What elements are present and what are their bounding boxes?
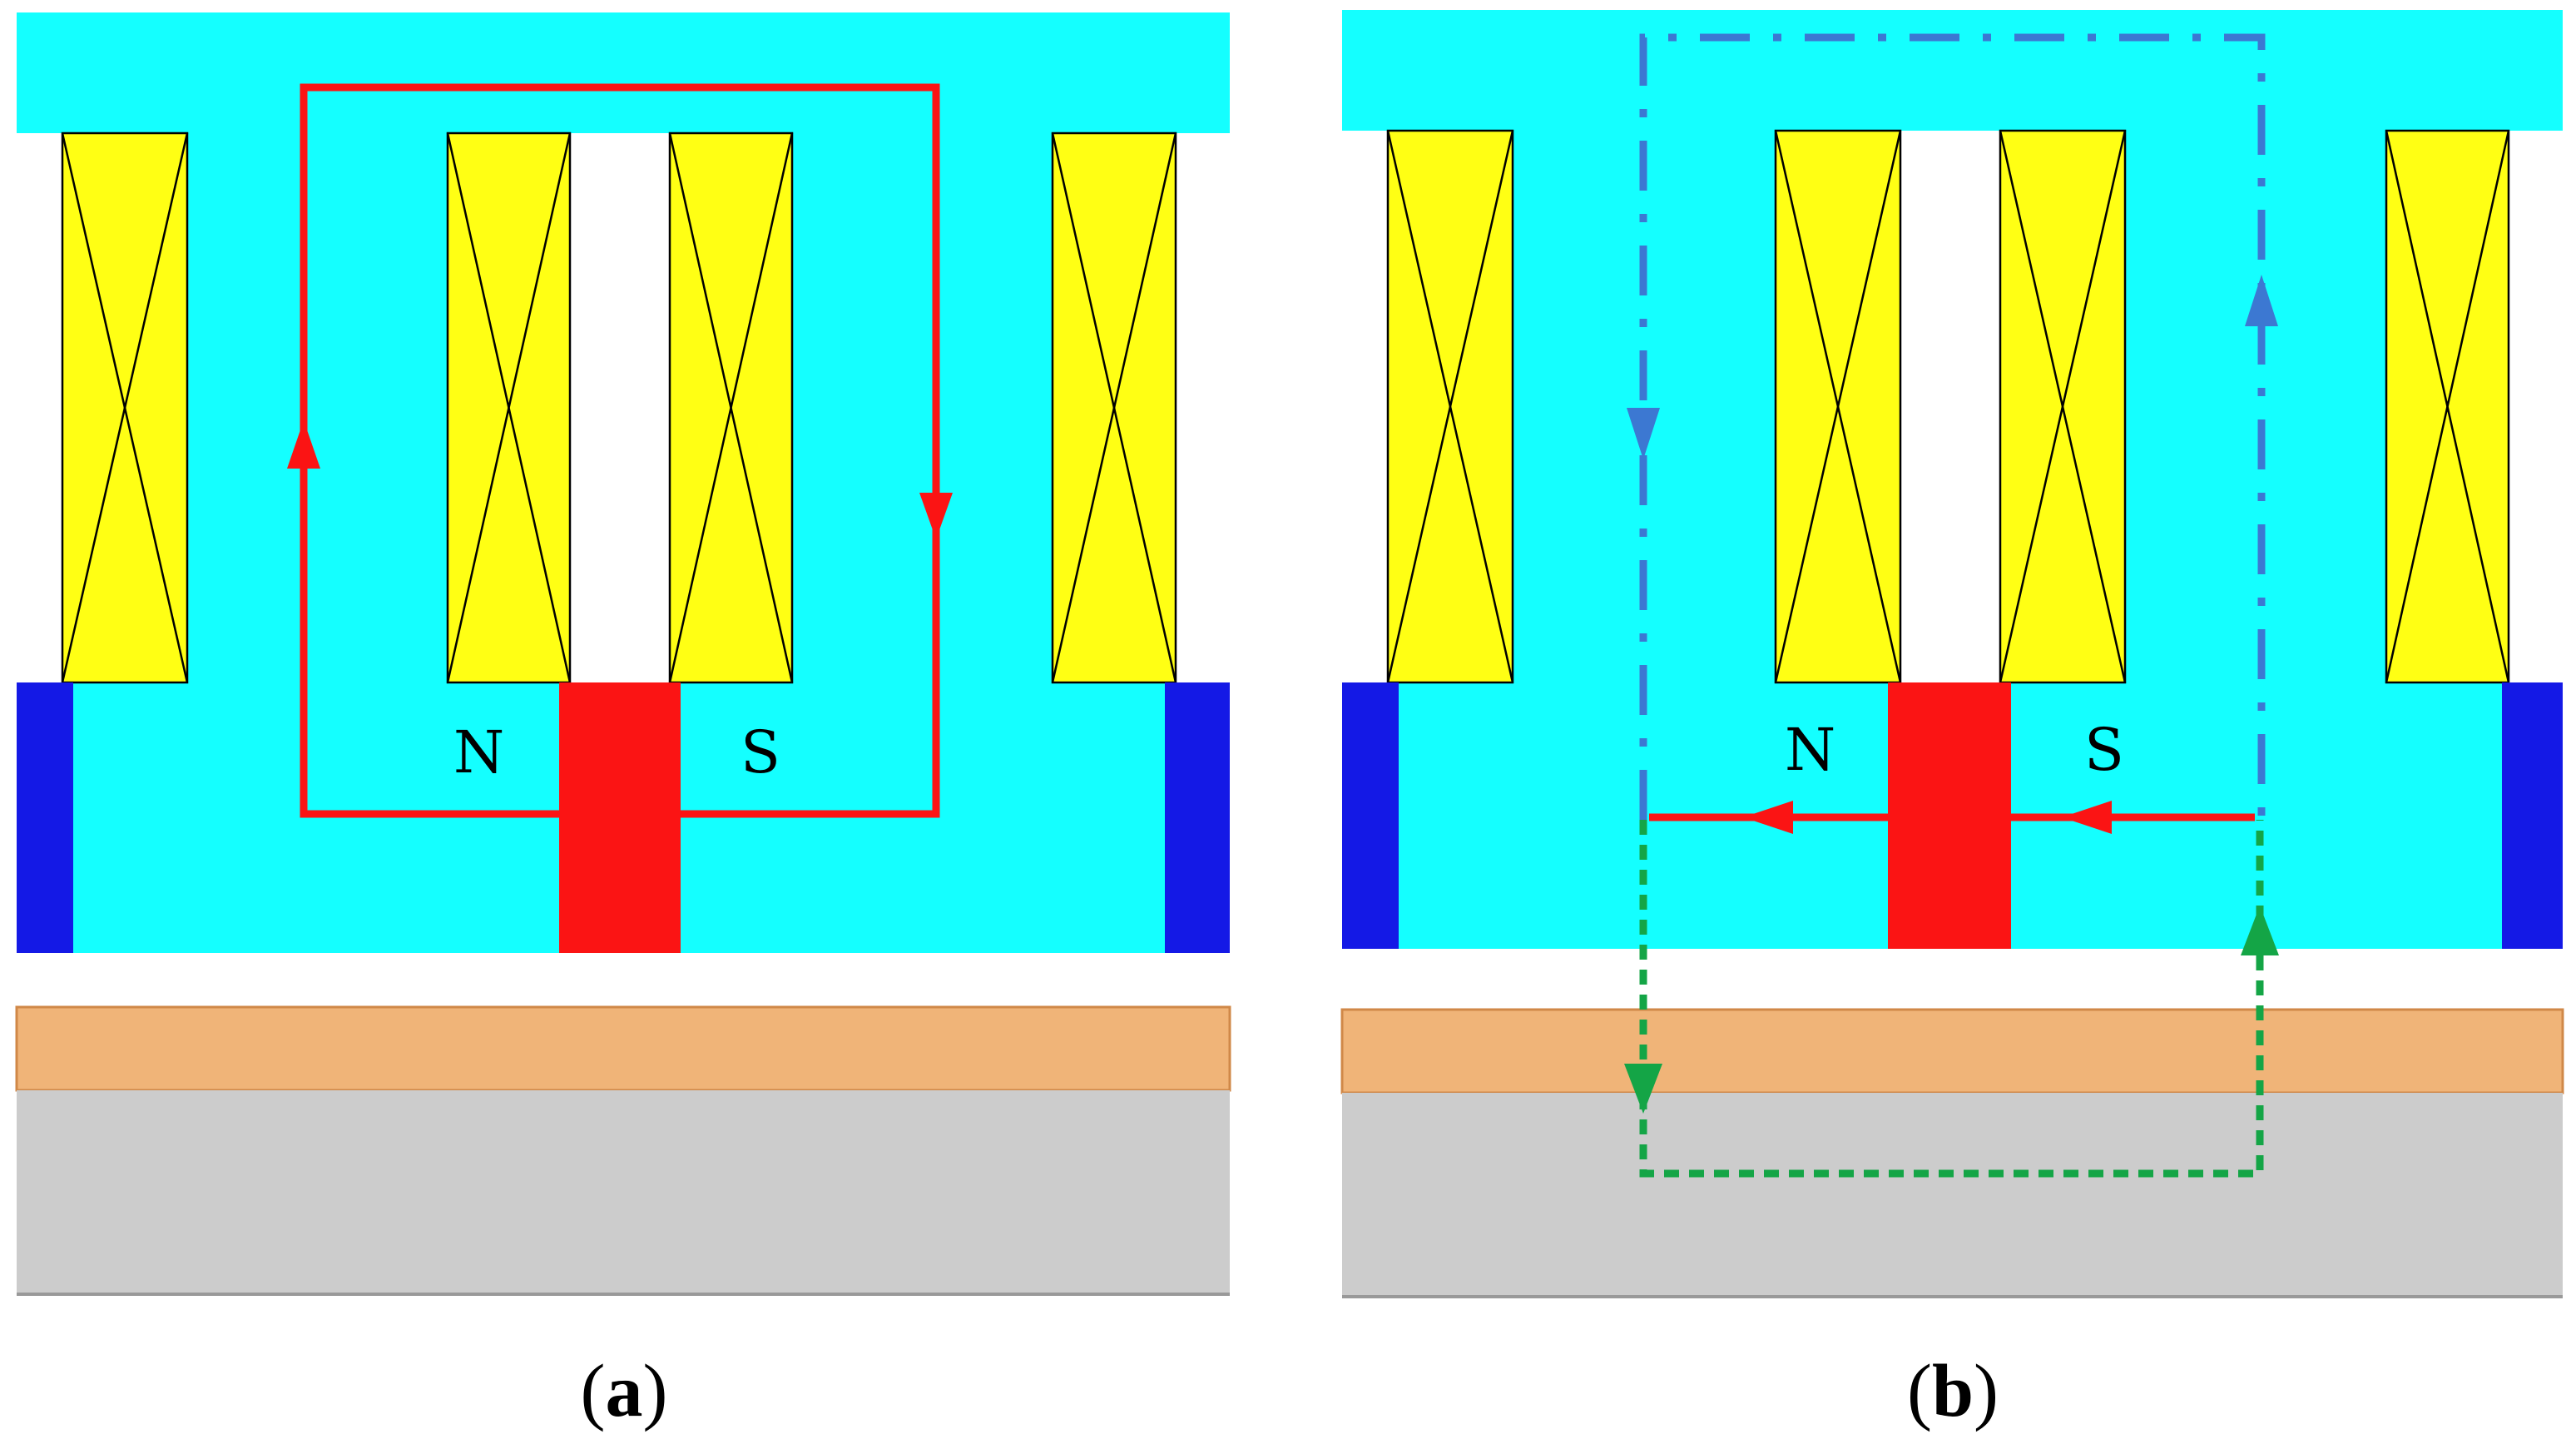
panel-b-upper-flux-loop (1627, 33, 2278, 820)
panel-b-lower-flux-loop (1624, 820, 2279, 1178)
panel-a-caption-open: ( (580, 1350, 606, 1432)
panel-b-right-slot-gap (2509, 131, 2563, 682)
panel-a-north-label: N (453, 718, 504, 787)
panel-a-right-end-block (1165, 682, 1230, 953)
panel-b-coil-2 (1774, 129, 1902, 684)
panel-a-flux-arrow-up (287, 420, 320, 469)
panel-b-coil-4 (2385, 129, 2510, 684)
panel-a-center-slot (570, 133, 670, 682)
panel-b: N S (1340, 10, 2564, 1298)
panel-b-right-end-block (2502, 682, 2563, 949)
panel-a-caption-letter: a (605, 1350, 643, 1432)
panel-b-center-slot (1900, 131, 2000, 682)
panel-b-left-end-block (1342, 682, 1399, 949)
panel-b-south-label: S (2084, 716, 2124, 784)
panel-a-coil-4 (1051, 132, 1177, 684)
panel-b-magnet-arrow-left-n (1743, 801, 1793, 834)
panel-a-back-iron (17, 1090, 1230, 1294)
panel-b-magnet-arrow-left-s (2062, 801, 2112, 834)
panel-b-lower-arrow-down (1624, 1064, 1662, 1114)
panel-a-permanent-magnet (559, 682, 681, 953)
panel-b-coil-3 (1999, 129, 2127, 684)
panel-a-left-end-block (17, 682, 73, 953)
panel-b-left-slot-gap (1342, 131, 1388, 682)
panel-b-caption-open: ( (1906, 1350, 1932, 1432)
panel-a-coil-3 (668, 132, 794, 684)
panel-b-upper-arrow-up (2245, 275, 2278, 326)
panel-b-back-iron (1342, 1093, 2563, 1297)
panel-a-left-slot-gap (17, 133, 62, 682)
panel-a-coils (61, 132, 1177, 684)
panel-a: N S (15, 12, 1231, 1296)
panel-a-flux-arrow-down (919, 493, 953, 539)
panel-b-coil-1 (1386, 129, 1514, 684)
panel-a-flux-path (287, 83, 953, 818)
panel-b-permanent-magnet (1888, 682, 2011, 949)
panel-a-coil-2 (446, 132, 572, 684)
panel-b-caption-letter: b (1931, 1350, 1974, 1432)
panel-a-caption: (a) (458, 1348, 790, 1434)
panel-b-upper-arrow-down (1627, 408, 1660, 459)
panel-a-caption-close: ) (642, 1350, 668, 1432)
panel-b-copper-layer (1340, 1008, 2564, 1094)
panel-b-caption: (b) (1786, 1348, 2119, 1434)
panel-a-copper-layer (15, 1005, 1231, 1092)
panel-b-north-label: N (1785, 716, 1835, 784)
panel-a-right-slot-gap (1176, 133, 1230, 682)
panel-a-south-label: S (741, 718, 780, 787)
panel-b-coils (1386, 129, 2510, 684)
panel-a-coil-1 (61, 132, 189, 684)
panel-b-lower-arrow-up (2241, 906, 2279, 955)
panel-b-magnet-flux (1649, 801, 2255, 834)
panel-b-caption-close: ) (1974, 1350, 1999, 1432)
